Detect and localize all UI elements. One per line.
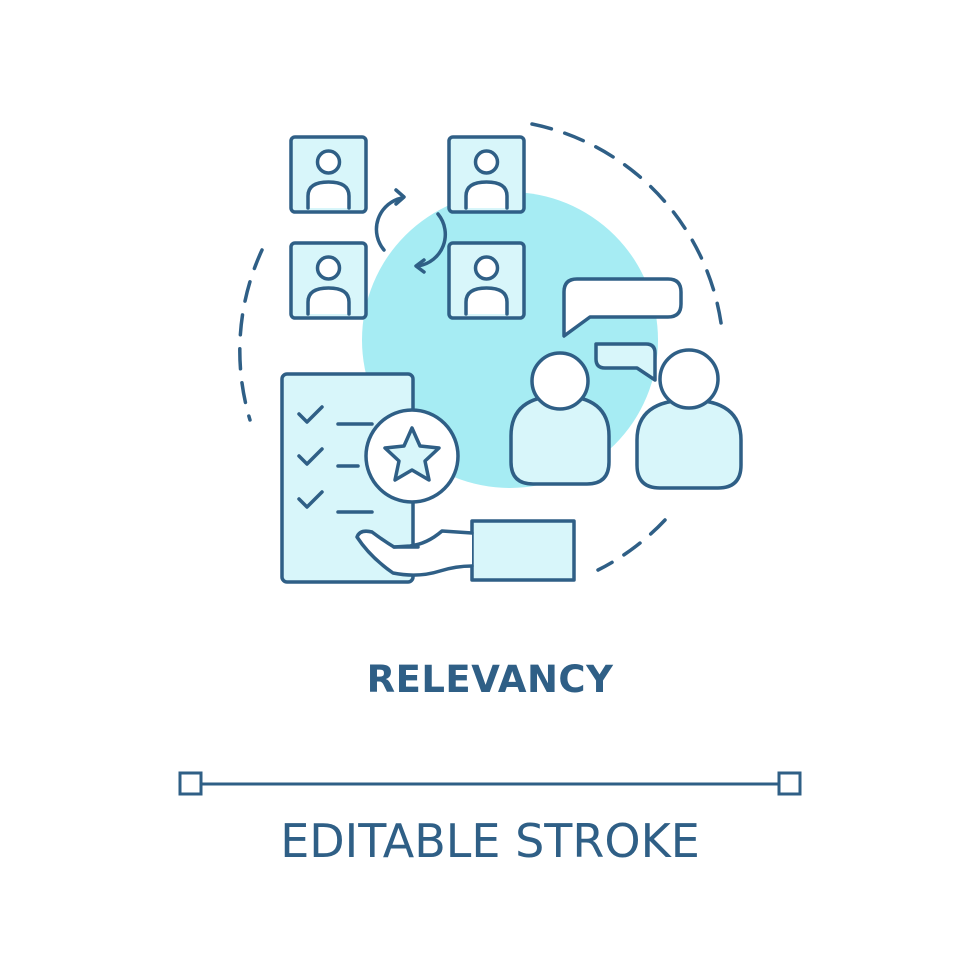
line-handle-left: [178, 771, 203, 796]
chat-bubble-icon: [562, 277, 683, 382]
profile-card-icon: [289, 135, 368, 214]
hand-icon: [355, 519, 576, 582]
editable-stroke-label: EDITABLE STROKE: [280, 814, 700, 868]
profile-card-icon: [447, 135, 526, 214]
person-icon: [635, 348, 743, 490]
concept-title: RELEVANCY: [366, 658, 614, 701]
editable-stroke-line: [178, 771, 802, 796]
refresh-arrows-icon: [374, 188, 448, 274]
star-badge-icon: [364, 408, 460, 504]
person-icon: [509, 351, 611, 486]
profile-card-icon: [447, 241, 526, 320]
dashed-ring: [238, 122, 724, 572]
profile-card-icon: [289, 241, 368, 320]
line-handle-right: [777, 771, 802, 796]
relevancy-illustration: [238, 122, 743, 584]
